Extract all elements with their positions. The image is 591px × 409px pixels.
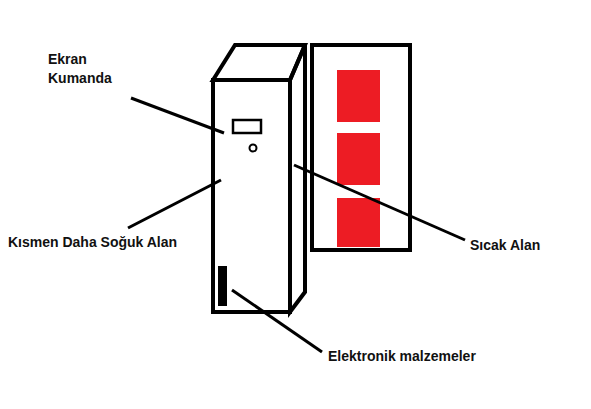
display-screen (233, 120, 261, 133)
cabinet-side (290, 45, 305, 312)
callout-label: Ekran Kumanda (48, 50, 128, 88)
hot-element (337, 198, 380, 247)
cabinet-front (213, 80, 290, 312)
leader-line (128, 180, 221, 228)
electronics-part (218, 266, 227, 306)
control-knob (250, 145, 257, 152)
callout-label: Elektronik malzemeler (328, 347, 528, 366)
callout-label: Kısmen Daha Soğuk Alan (8, 233, 188, 252)
callout-label: Sıcak Alan (470, 236, 585, 255)
hot-element (337, 70, 380, 122)
cabinet-door (312, 45, 410, 250)
leader-line (232, 290, 322, 352)
hot-element (337, 133, 380, 185)
leader-line (294, 165, 465, 240)
leader-line (131, 98, 224, 133)
